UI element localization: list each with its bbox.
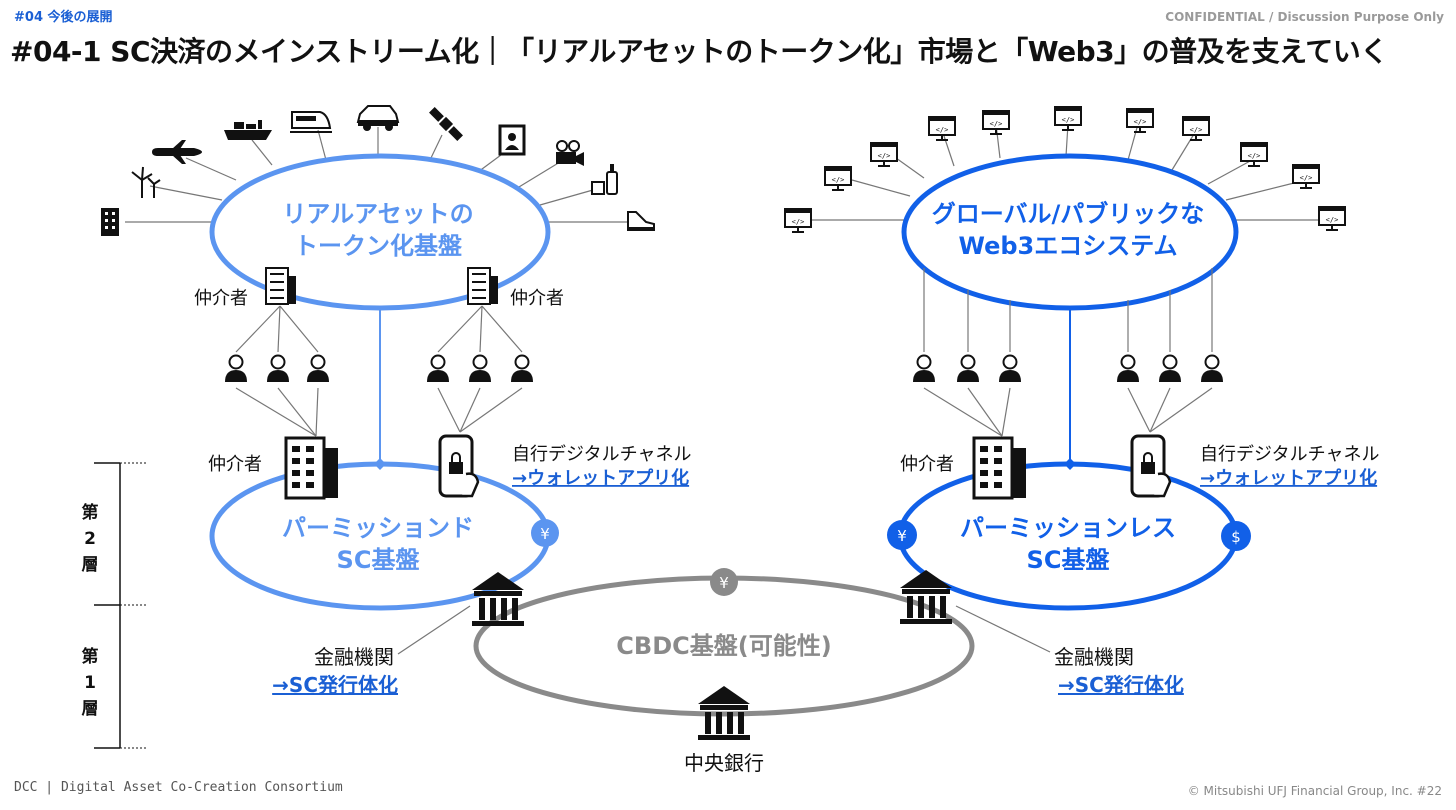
permissioned-circle-line1: パーミッションド [282,514,474,542]
user-icon [510,354,534,383]
computer-code-icon [1182,116,1210,141]
yen-badge [887,520,917,550]
user-icon [1200,354,1224,383]
section-tag: #04 今後の展開 [14,10,113,25]
layer1-label-2: 1 [84,673,96,693]
permissionless-circle-line2: SC基盤 [1027,546,1111,574]
permissionless-circle-line1: パーミッションレス [960,514,1176,542]
computer-code-icon [982,110,1010,135]
user-icon [468,354,492,383]
building-icon [101,208,119,236]
intermediary-label-lower-left: 仲介者 [208,454,262,475]
computer-code-icon [1126,108,1154,133]
web3-circle-line1: グローバル/パブリックな [932,200,1205,228]
yen-badge-label: ¥ [540,525,550,543]
fi-label-right: 金融機関 [1054,645,1134,669]
layer2-label-1: 第 [82,502,99,523]
permissioned-circle-line2: SC基盤 [337,546,421,574]
computer-code-icon [1318,206,1346,231]
satellite-icon [429,107,463,141]
dollar-badge-label: $ [1231,528,1241,546]
computer-code-icon [784,208,812,233]
bank-icon-right [900,570,952,624]
layer1-label-1: 第 [82,646,99,667]
wine-icon [591,164,618,195]
painting-icon [498,124,526,156]
sc-issuer-link-left[interactable]: →SC発行体化 [272,673,398,697]
fi-link-right [955,605,1051,653]
confidential-label: CONFIDENTIAL / Discussion Purpose Only [1165,10,1444,24]
web3-spokes [812,123,1330,221]
wind-turbine-icon [131,166,161,198]
fi-label-left: 金融機関 [314,645,394,669]
computer-code-icon [928,116,956,141]
user-icon [426,354,450,383]
page-title: #04-1 SC決済のメインストリーム化｜「リアルアセットのトークン化」市場と「… [10,35,1388,68]
layer2-label-3: 層 [82,555,99,575]
real-asset-circle-line1: リアルアセットの [282,200,473,228]
intermediary-label-right: 仲介者 [510,288,564,309]
computer-code-icon [824,166,852,191]
cbdc-label: CBDC基盤(可能性) [616,632,831,660]
footer-copyright: © Mitsubishi UFJ Financial Group, Inc. #… [1187,784,1442,798]
computer-code-icon [1292,164,1320,189]
wallet-app-link-left[interactable]: →ウォレットアプリ化 [512,467,689,489]
real-asset-circle-line2: トークン化基盤 [294,232,463,260]
car-icon [356,105,400,131]
sc-issuer-link-right[interactable]: →SC発行体化 [1058,673,1184,697]
intermediary-building-icon [972,436,1028,500]
fi-link-left [397,605,471,655]
user-icon [998,354,1022,383]
intermediary-label-lower-right: 仲介者 [900,454,954,475]
computer-code-icon [1240,142,1268,167]
wallet-app-link-right[interactable]: →ウォレットアプリ化 [1200,467,1377,489]
yen-badge [531,519,559,547]
computer-code-icon [1054,106,1082,131]
cbdc-yen-badge [710,568,738,596]
smartphone-lock-icon [1130,434,1172,498]
left-user-links [235,305,523,437]
dollar-badge [1221,521,1251,551]
yen-badge-label: ¥ [897,527,907,545]
central-bank-label: 中央銀行 [684,751,764,775]
user-icon [912,354,936,383]
own-channel-label-right: 自行デジタルチャネル [1200,444,1379,465]
intermediary-label-left: 仲介者 [194,288,248,309]
layer-bracket [94,462,146,749]
computer-code-icon [870,142,898,167]
web3-circle-line2: Web3エコシステム [958,232,1177,260]
sneaker-icon [627,211,655,231]
intermediary-building-icon [284,436,340,500]
ship-icon [224,120,272,140]
user-icon [266,354,290,383]
airplane-icon [152,140,202,164]
cbdc-yen-badge-label: ¥ [719,574,729,592]
right-user-links [923,268,1213,437]
user-icon [306,354,330,383]
layer1-label-3: 層 [82,699,99,719]
user-icon [224,354,248,383]
footer-consortium: DCC | Digital Asset Co-Creation Consorti… [14,780,343,795]
user-icon [956,354,980,383]
own-channel-label-left: 自行デジタルチャネル [512,444,691,465]
user-icon [1116,354,1140,383]
layer2-label-2: 2 [84,529,96,549]
train-icon [290,111,332,133]
user-icon [1158,354,1182,383]
movie-camera-icon [556,140,584,166]
smartphone-lock-icon [438,434,480,498]
